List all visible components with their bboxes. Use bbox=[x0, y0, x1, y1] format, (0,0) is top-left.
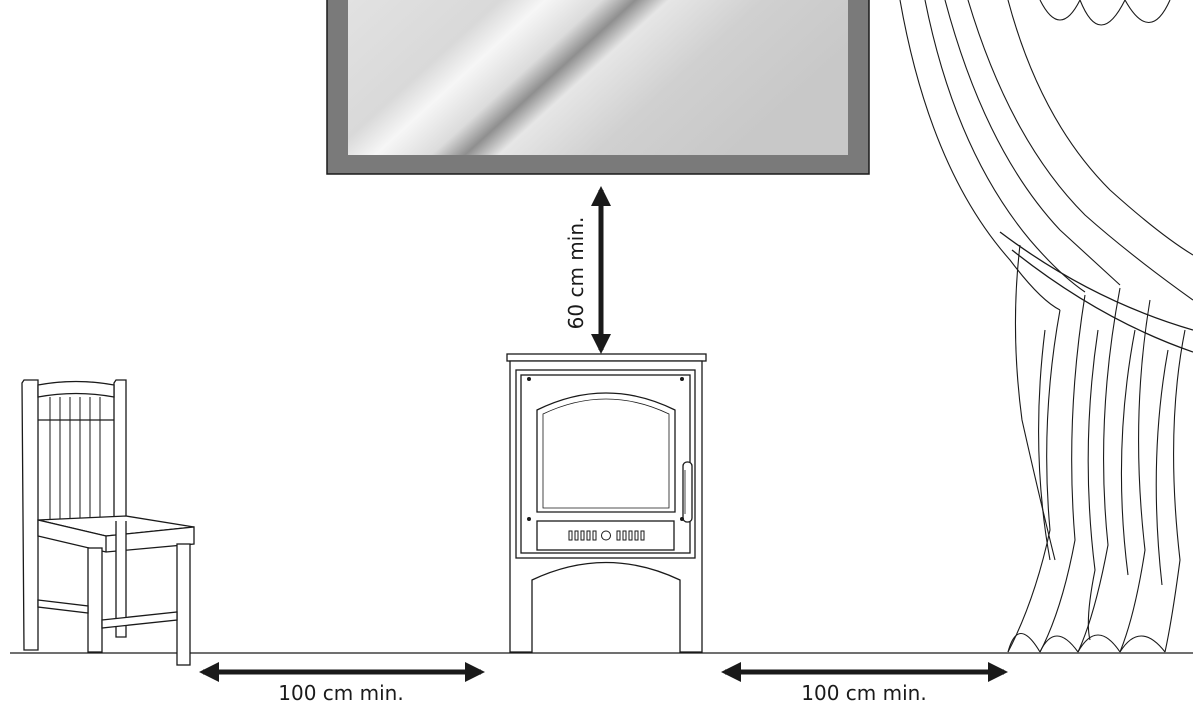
chair-stretcher bbox=[101, 611, 178, 629]
chair-back-leg-right bbox=[115, 521, 127, 638]
left-clearance-label: 100 cm min. bbox=[278, 681, 403, 704]
vertical-clearance-label: 60 cm min. bbox=[564, 217, 588, 330]
mirror bbox=[326, 0, 870, 175]
stove-screws bbox=[527, 377, 684, 521]
mirror-glass bbox=[348, 0, 848, 155]
stove bbox=[506, 353, 707, 653]
chair bbox=[21, 379, 195, 666]
stove-air-vents bbox=[568, 530, 645, 541]
chair-top-rail bbox=[37, 380, 115, 398]
curtain bbox=[899, 0, 1193, 653]
stove-window bbox=[536, 392, 676, 513]
chair-spindles bbox=[49, 397, 101, 520]
chair-front-leg-right bbox=[176, 543, 191, 666]
chair-front-leg-left bbox=[87, 547, 103, 653]
right-clearance-label: 100 cm min. bbox=[801, 681, 926, 704]
chair-back-post-right bbox=[113, 379, 127, 522]
stove-handle bbox=[682, 461, 693, 523]
chair-back-post-left bbox=[21, 379, 39, 651]
curtain-tieback bbox=[999, 231, 1193, 353]
stove-top-plate bbox=[506, 353, 707, 362]
